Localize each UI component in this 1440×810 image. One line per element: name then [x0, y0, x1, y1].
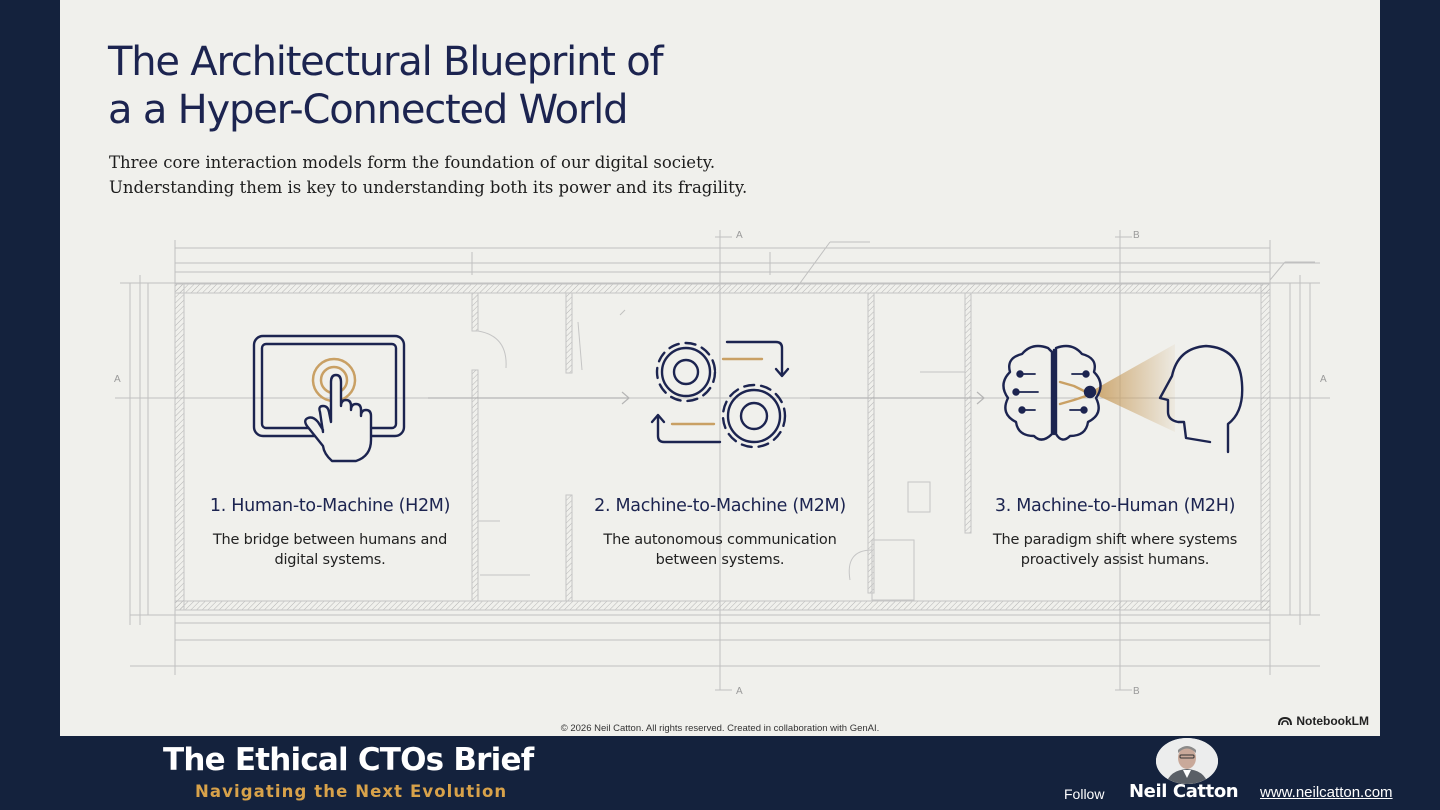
card-h2m: 1. Human-to-Machine (H2M) The bridge bet…	[165, 496, 495, 570]
slide-subtitle: Three core interaction models form the f…	[109, 150, 747, 200]
subtitle-line-2: Understanding them is key to understandi…	[109, 178, 748, 197]
website-link[interactable]: www.neilcatton.com	[1260, 784, 1393, 801]
card-m2h-description: The paradigm shift where systems proacti…	[992, 532, 1238, 568]
brain-to-human-icon	[1002, 344, 1244, 454]
blueprint-doors	[477, 321, 965, 601]
svg-text:A: A	[736, 230, 743, 241]
svg-text:A: A	[1320, 374, 1327, 385]
card-m2h: 3. Machine-to-Human (M2H) The paradigm s…	[950, 496, 1280, 570]
card-m2m: 2. Machine-to-Machine (M2M) The autonomo…	[555, 496, 885, 570]
notebooklm-logo-icon	[1278, 716, 1293, 726]
notebooklm-label: NotebookLM	[1296, 714, 1369, 728]
title-line-2: a a Hyper-Connected World	[108, 87, 628, 133]
notebooklm-badge: NotebookLM	[1278, 714, 1369, 728]
svg-text:B: B	[1133, 230, 1140, 241]
author-avatar	[1156, 738, 1218, 784]
slide: The Architectural Blueprint of a a Hyper…	[60, 0, 1380, 736]
author-name[interactable]: Neil Catton	[1129, 781, 1239, 802]
subtitle-line-1: Three core interaction models form the f…	[109, 153, 716, 172]
card-m2m-description: The autonomous communication between sys…	[603, 532, 837, 568]
svg-text:A: A	[736, 686, 743, 697]
blueprint-walls	[174, 283, 1271, 611]
touchscreen-hand-icon	[252, 334, 406, 463]
follow-label: Follow	[1064, 786, 1105, 802]
copyright-notice: © 2026 Neil Catton. All rights reserved.…	[560, 723, 880, 734]
svg-text:A: A	[114, 374, 121, 385]
slide-title: The Architectural Blueprint of a a Hyper…	[108, 38, 664, 134]
title-line-1: The Architectural Blueprint of	[108, 39, 664, 85]
flow-arrows	[428, 391, 985, 405]
blueprint-annotations: A B A B A A	[114, 230, 1327, 697]
gears-cycle-icon	[650, 340, 790, 449]
svg-text:B: B	[1133, 686, 1140, 697]
blueprint-diagram: A B A B A A	[114, 230, 1330, 697]
author-photo-icon	[1156, 738, 1218, 784]
card-h2m-title: 1. Human-to-Machine (H2M)	[209, 496, 451, 516]
card-h2m-description: The bridge between humans and digital sy…	[212, 532, 448, 568]
blueprint-lines	[115, 230, 1330, 691]
card-m2m-title: 2. Machine-to-Machine (M2M)	[594, 496, 846, 516]
card-m2h-title: 3. Machine-to-Human (M2H)	[994, 496, 1236, 516]
footer-title: The Ethical CTOs Brief	[163, 742, 534, 778]
footer-subtitle: Navigating the Next Evolution	[195, 782, 508, 801]
